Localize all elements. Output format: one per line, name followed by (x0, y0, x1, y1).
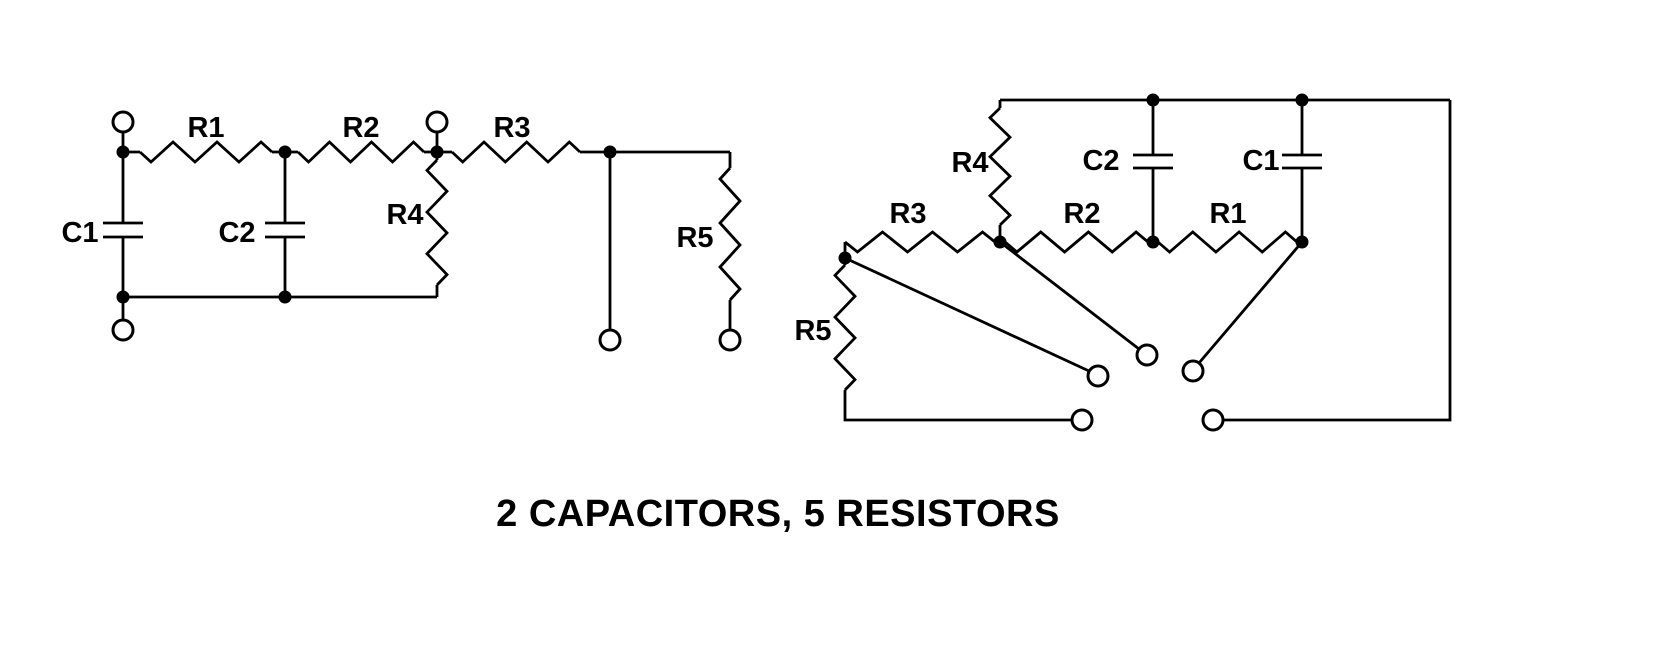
label-r1: R1 (1209, 198, 1246, 230)
label-r3: R3 (889, 198, 926, 230)
junction-dot (1295, 235, 1309, 249)
label-r2: R2 (1063, 198, 1100, 230)
right-circuit: R4 C2 C1 R3 R2 R1 R5 (794, 93, 1452, 432)
junction-dot (1146, 93, 1160, 107)
label-r4: R4 (386, 199, 423, 231)
resistor-r5 (833, 264, 857, 391)
resistor-r4 (987, 106, 1013, 227)
terminal (1070, 408, 1094, 432)
label-r1: R1 (187, 112, 224, 144)
terminal (718, 328, 742, 352)
label-c1: C1 (61, 217, 98, 249)
resistor-r2 (297, 140, 425, 164)
wires (121, 132, 732, 330)
label-r3: R3 (493, 112, 530, 144)
resistor-r3 (451, 140, 581, 164)
capacitor-c2 (1133, 153, 1173, 170)
resistor-r2 (1004, 230, 1149, 254)
terminal (111, 318, 135, 342)
terminal (1086, 364, 1110, 388)
capacitor-c2 (265, 221, 305, 239)
resistor-r1 (139, 140, 273, 164)
junction-dot (116, 145, 130, 159)
junction-dot (278, 290, 292, 304)
left-circuit: R1 R2 R3 C1 C2 R4 R5 (61, 110, 742, 352)
label-c2: C2 (218, 217, 255, 249)
junction-dot (430, 145, 444, 159)
switch-wire (1197, 241, 1304, 364)
label-c2: C2 (1082, 145, 1119, 177)
junction-dot (1146, 235, 1160, 249)
label-r2: R2 (342, 112, 379, 144)
resistor-r4 (425, 159, 449, 286)
junction-dot (603, 145, 617, 159)
junction-dot (993, 235, 1007, 249)
terminal (1201, 408, 1225, 432)
label-r4: R4 (951, 147, 988, 179)
resistor-r1 (1157, 230, 1298, 254)
wires (843, 98, 1452, 422)
junction-dot (838, 251, 852, 265)
junction-dot (278, 145, 292, 159)
terminal (1181, 359, 1205, 383)
resistor-r3 (844, 230, 996, 254)
junction-dot (1295, 93, 1309, 107)
label-r5: R5 (794, 315, 831, 347)
switch-wire (844, 256, 1090, 373)
terminal (111, 110, 135, 134)
label-r5: R5 (676, 222, 713, 254)
terminal (1135, 343, 1159, 367)
diagram-title: 2 CAPACITORS, 5 RESISTORS (496, 493, 1060, 535)
capacitor-c1 (1282, 153, 1322, 170)
capacitor-c1 (103, 221, 143, 239)
terminal (425, 110, 449, 134)
junction-dot (116, 290, 130, 304)
label-c1: C1 (1242, 145, 1279, 177)
resistor-r5 (718, 167, 742, 301)
terminal (598, 328, 622, 352)
switch-wire (999, 240, 1140, 351)
